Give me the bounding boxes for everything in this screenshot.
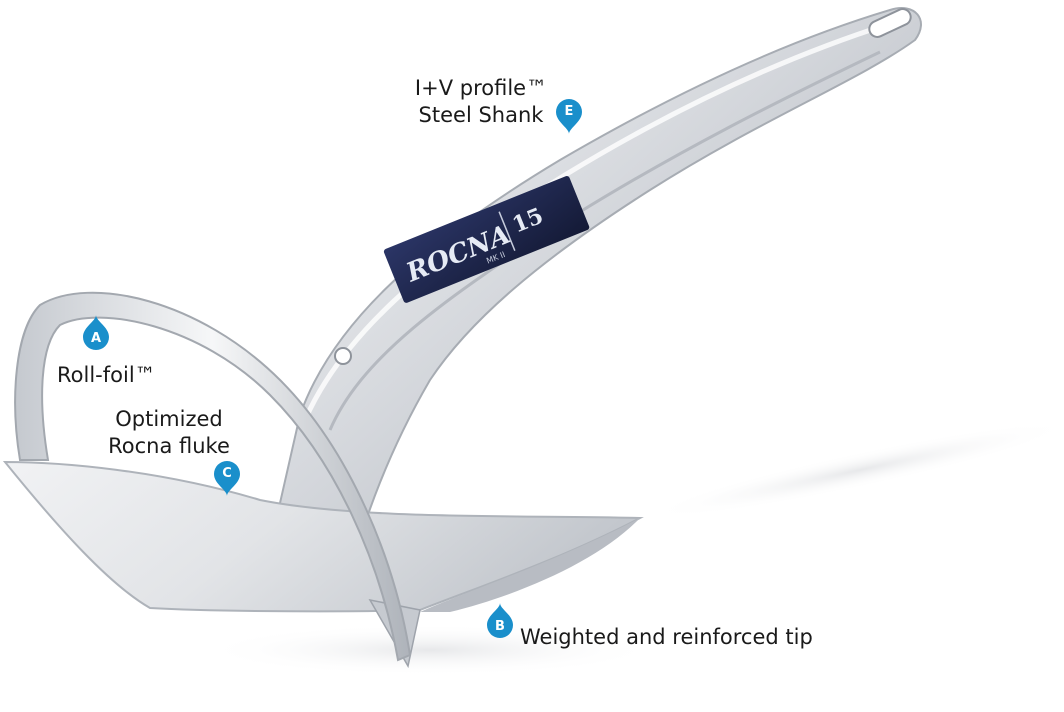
label-shank: I+V profile™ Steel Shank xyxy=(412,75,550,129)
roll-bar xyxy=(14,291,412,662)
fluke xyxy=(2,460,644,613)
marker-b-letter: B xyxy=(495,619,505,634)
label-shank-line1: I+V profile™ xyxy=(414,76,548,100)
marker-a: A xyxy=(81,315,111,353)
label-shank-line2: Steel Shank xyxy=(418,103,544,127)
label-fluke: Optimized Rocna fluke xyxy=(104,406,234,460)
label-roll-foil-text: Roll-foil™ xyxy=(57,363,156,387)
shank-highlight xyxy=(302,19,896,422)
marker-c-letter: C xyxy=(222,466,232,481)
shank-slot xyxy=(868,8,912,38)
floor-shadow-long xyxy=(644,420,1064,520)
marker-c: C xyxy=(212,458,242,496)
marker-a-letter: A xyxy=(90,331,102,346)
label-tip: Weighted and reinforced tip xyxy=(520,624,813,651)
label-tip-text: Weighted and reinforced tip xyxy=(520,625,813,649)
marker-e: E xyxy=(554,96,584,134)
floor-shadow xyxy=(200,624,660,676)
shank-hole xyxy=(334,347,352,365)
label-fluke-line2: Rocna fluke xyxy=(108,434,230,458)
label-fluke-line1: Optimized xyxy=(115,407,223,431)
marker-e-letter: E xyxy=(564,104,574,119)
label-roll-foil: Roll-foil™ xyxy=(57,362,156,389)
marker-b: B xyxy=(485,603,515,641)
